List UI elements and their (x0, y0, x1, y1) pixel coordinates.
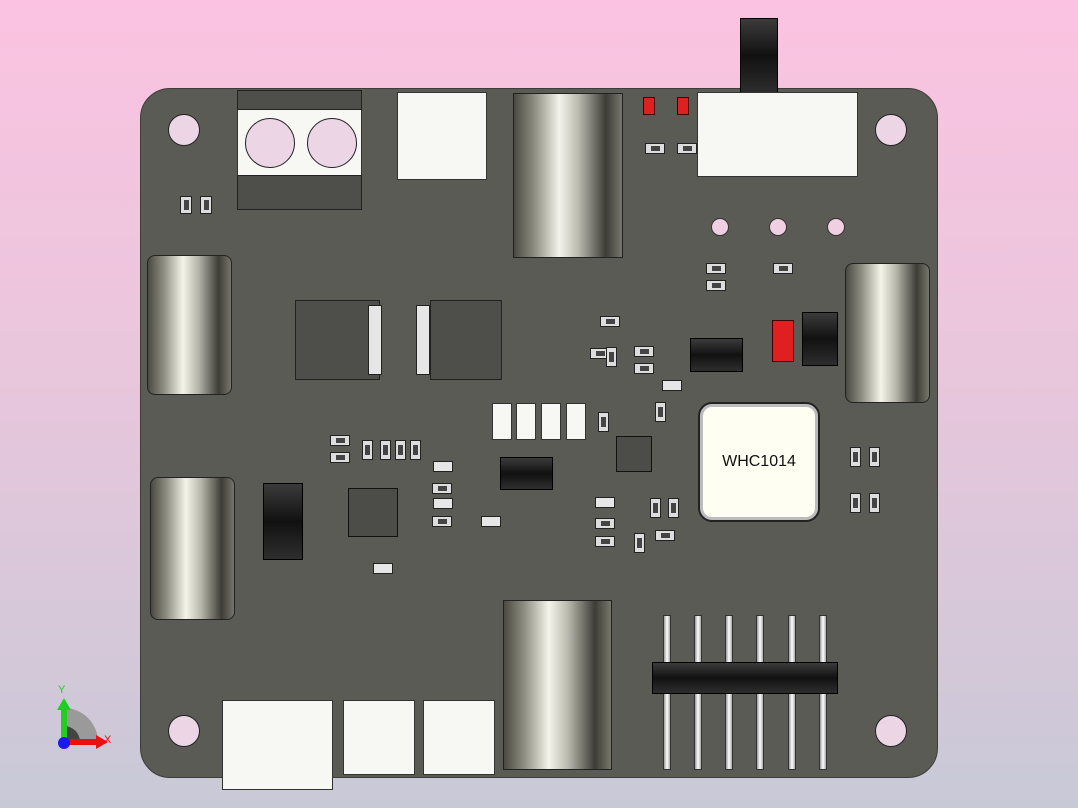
smd-resistor (180, 196, 192, 214)
inductor-label: WHC1014 (722, 453, 796, 470)
smd-capacitor (410, 440, 421, 460)
resistor-array (516, 403, 536, 440)
led-red (643, 97, 655, 115)
bottom-connector (423, 700, 495, 775)
smd-capacitor (650, 498, 661, 518)
smd-resistor (706, 280, 726, 291)
smd-capacitor (362, 440, 373, 460)
resistor-array (492, 403, 512, 440)
mosfet-tab (416, 305, 430, 375)
dc-jack-top (513, 93, 623, 258)
smd-resistor (645, 143, 665, 154)
mosfet-tab (368, 305, 382, 375)
smd-capacitor (869, 493, 880, 513)
slide-switch (697, 92, 858, 177)
screw-terminal-top (237, 90, 362, 110)
screw-terminal-base (237, 175, 362, 210)
ic (616, 436, 652, 472)
smd-capacitor (850, 447, 861, 467)
smd-pad (662, 380, 682, 391)
smd-resistor (330, 435, 350, 446)
capacitor (150, 477, 235, 620)
pink-hole (827, 218, 845, 236)
smd-resistor (595, 536, 615, 547)
smd-capacitor (598, 412, 609, 432)
smd-pad (595, 497, 615, 508)
smd-capacitor (606, 347, 617, 367)
bottom-connector (222, 700, 333, 790)
smd-resistor (655, 530, 675, 541)
smd-capacitor (395, 440, 406, 460)
axis-triad-icon (57, 698, 108, 749)
mount-hole (168, 114, 200, 146)
capacitor (147, 255, 232, 395)
mount-hole (875, 715, 907, 747)
smd-resistor (677, 143, 697, 154)
smd-pad (433, 498, 453, 509)
diode-large (263, 483, 303, 560)
smd-resistor (200, 196, 212, 214)
diode (690, 338, 743, 372)
resistor-array (566, 403, 586, 440)
y-axis-label: Y (58, 684, 66, 696)
led-red (677, 97, 689, 115)
mosfet (430, 300, 502, 380)
smd-pad (373, 563, 393, 574)
smd-resistor (706, 263, 726, 274)
mount-hole (168, 715, 200, 747)
smd-capacitor (380, 440, 391, 460)
smd-capacitor (634, 533, 645, 553)
mount-hole (875, 114, 907, 146)
diode (500, 457, 553, 490)
pink-hole (711, 218, 729, 236)
axis-triad: Y X (48, 684, 118, 756)
smd-resistor (432, 516, 452, 527)
diode (802, 312, 838, 366)
screw-head (245, 118, 295, 168)
smd-resistor (634, 346, 654, 357)
connector-top (397, 92, 487, 180)
smd-resistor (595, 518, 615, 529)
capacitor (845, 263, 930, 403)
smd-resistor (634, 363, 654, 374)
mosfet (295, 300, 380, 380)
smd-pad (481, 516, 501, 527)
dc-jack-bottom (503, 600, 612, 770)
screw-head (307, 118, 357, 168)
pink-hole (769, 218, 787, 236)
smd-pad (433, 461, 453, 472)
smd-capacitor (850, 493, 861, 513)
inductor-whc1014[interactable]: WHC1014 (698, 402, 820, 522)
switch-lever (740, 18, 778, 94)
smd-resistor (600, 316, 620, 327)
x-axis-label: X (104, 734, 112, 746)
smd-resistor (432, 483, 452, 494)
resistor-array (541, 403, 561, 440)
smd-resistor (773, 263, 793, 274)
ic (348, 488, 398, 537)
smd-capacitor (869, 447, 880, 467)
diode-red (772, 320, 794, 362)
smd-resistor (330, 452, 350, 463)
header-bar (652, 662, 838, 694)
bottom-connector (343, 700, 415, 775)
smd-capacitor (655, 402, 666, 422)
smd-capacitor (668, 498, 679, 518)
